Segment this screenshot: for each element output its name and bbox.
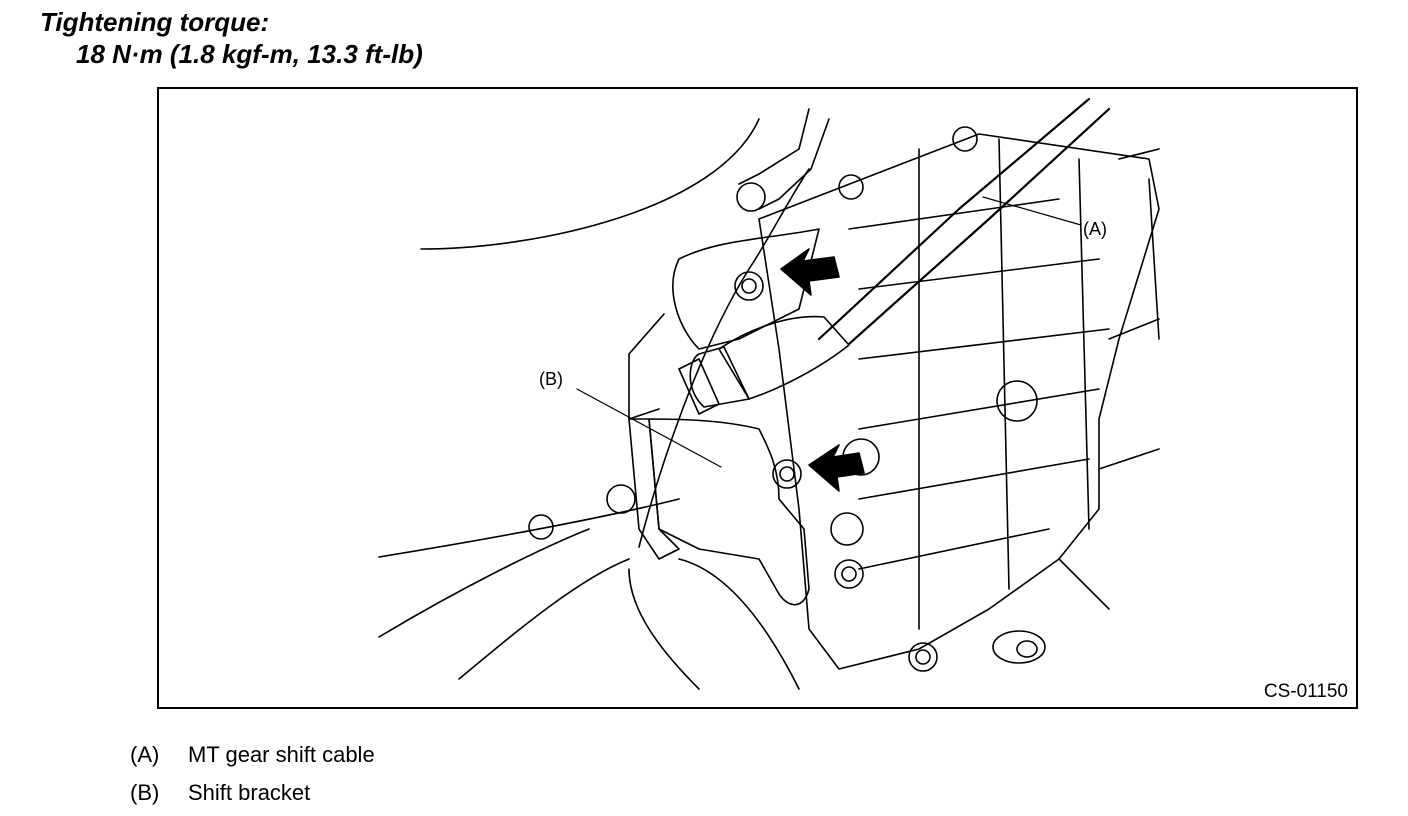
bolt-icon (915, 649, 931, 665)
arrow-icon (808, 444, 865, 492)
shift-bracket (648, 418, 810, 606)
transmission-case (758, 133, 1160, 670)
body-curve (378, 498, 680, 558)
legend-key: (B) (130, 780, 160, 805)
case-rib (858, 258, 1100, 290)
legend-label: MT gear shift cable (188, 742, 375, 767)
callout-a: (A) (1083, 219, 1107, 239)
bolt-icon (838, 174, 864, 200)
cable-end (718, 315, 850, 400)
case-edge (1058, 558, 1110, 610)
bolt-icon (606, 484, 636, 514)
bolt-icon (834, 559, 864, 589)
case-rib (858, 388, 1100, 430)
bolt-icon (779, 466, 795, 482)
legend-label: Shift bracket (188, 780, 311, 805)
leader-line-a (982, 196, 1082, 226)
bolt-icon (1016, 640, 1038, 658)
bolt-icon (741, 278, 757, 294)
shift-cable (817, 97, 1091, 341)
figure-code: CS-01150 (1263, 681, 1348, 703)
legend-item: (A) MT gear shift cable (130, 736, 375, 774)
legend-key: (A) (130, 742, 160, 767)
case-rib (1148, 178, 1160, 340)
upper-bracket-edge (628, 313, 665, 420)
case-rib (858, 528, 1050, 570)
bolt-icon (841, 566, 857, 582)
cable-end (689, 346, 750, 408)
bolt-icon (736, 182, 766, 212)
case-rib (858, 458, 1090, 500)
body-curve (420, 118, 760, 250)
stud (738, 108, 810, 185)
line-drawing (378, 97, 1160, 690)
case-edge (1108, 318, 1160, 340)
floor-line (378, 528, 590, 638)
bolt-icon (528, 514, 554, 540)
arrow-icon (780, 248, 840, 296)
bolt-icon (908, 642, 938, 672)
cable-boot (678, 358, 720, 415)
shift-cable (847, 107, 1111, 346)
upper-bracket (672, 228, 820, 350)
legend-item: (B) Shift bracket (130, 774, 375, 812)
stud (758, 118, 830, 210)
bolt-icon (734, 271, 764, 301)
case-rib (858, 328, 1110, 360)
case-rib (1078, 158, 1090, 530)
floor-line (458, 558, 630, 680)
torque-heading: Tightening torque: 18 N·m (1.8 kgf-m, 13… (40, 6, 423, 70)
bolt-icon (772, 459, 802, 489)
bolt-icon (992, 630, 1046, 664)
shift-bracket-flange (628, 418, 680, 560)
tunnel-curve (678, 558, 800, 690)
illustration: (A) (B) CS-01150 (157, 87, 1358, 709)
bolt-icon (952, 126, 978, 152)
leader-line-b (576, 388, 722, 468)
callout-b: (B) (539, 369, 563, 389)
bolt-icon (996, 380, 1038, 422)
torque-title: Tightening torque: (40, 7, 270, 37)
legend: (A) MT gear shift cable (B) Shift bracke… (130, 736, 375, 812)
case-rib (998, 138, 1010, 590)
bolt-icon (830, 512, 864, 546)
tunnel-curve (628, 568, 700, 690)
torque-value: 18 N·m (1.8 kgf-m, 13.3 ft-lb) (76, 39, 423, 69)
case-edge (1118, 148, 1160, 160)
case-edge (1098, 448, 1160, 470)
